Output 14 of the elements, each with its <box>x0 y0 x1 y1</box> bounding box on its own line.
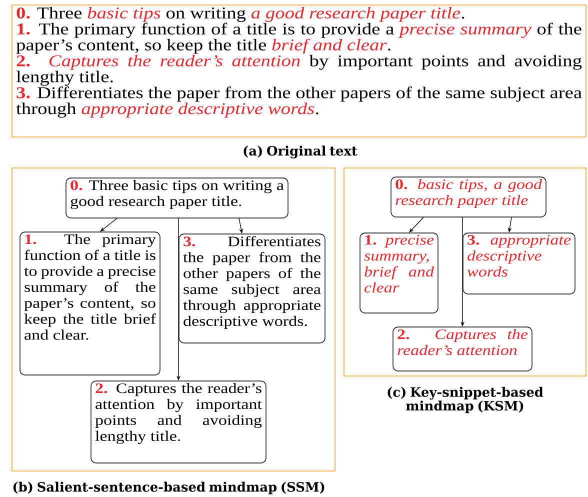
panel-frame <box>344 168 586 376</box>
mindmap-box: 3. appropriate descriptive words <box>462 232 576 294</box>
subfigure-caption: (a) Original text <box>244 146 358 158</box>
mindmap-box: 1. The primary function of a title is to provide a precise summary of the paper’s content, so keep the title brief and clear. <box>20 232 160 376</box>
panel-frame <box>12 168 336 472</box>
mindmap-box: 1. precise summary, brief and clear <box>360 232 438 314</box>
text-panel: 0. Three basic tips on writing a good research paper title. 1. The primary function of a title is to provide a precise summary of the paper’s content, so keep the title brief and clear. 2. Captures the reader’s attention by important points and avoiding lengthy title. 3. Differentiates the paper from the other papers of the same subject area through appropriate descriptive words. <box>12 4 586 138</box>
mindmap-box: 2. Captures the reader’s attention by important points and avoiding lengthy title. <box>90 380 266 464</box>
mindmap-box: 0. basic tips, a good research paper title <box>390 176 546 218</box>
mindmap-box: 3. Differentiates the paper from the other papers of the same subject area through appropriate descriptive words. <box>178 234 326 344</box>
subfigure-caption: (c) Key-snippet-based mindmap (KSM) <box>388 386 544 414</box>
mindmap-box: 2. Captures the reader’s attention <box>392 326 532 372</box>
subfigure-caption: (b) Salient-sentence-based mindmap (SSM) <box>13 482 324 494</box>
mindmap-box: 0. Three basic tips on writing a good research paper title. <box>66 178 288 218</box>
